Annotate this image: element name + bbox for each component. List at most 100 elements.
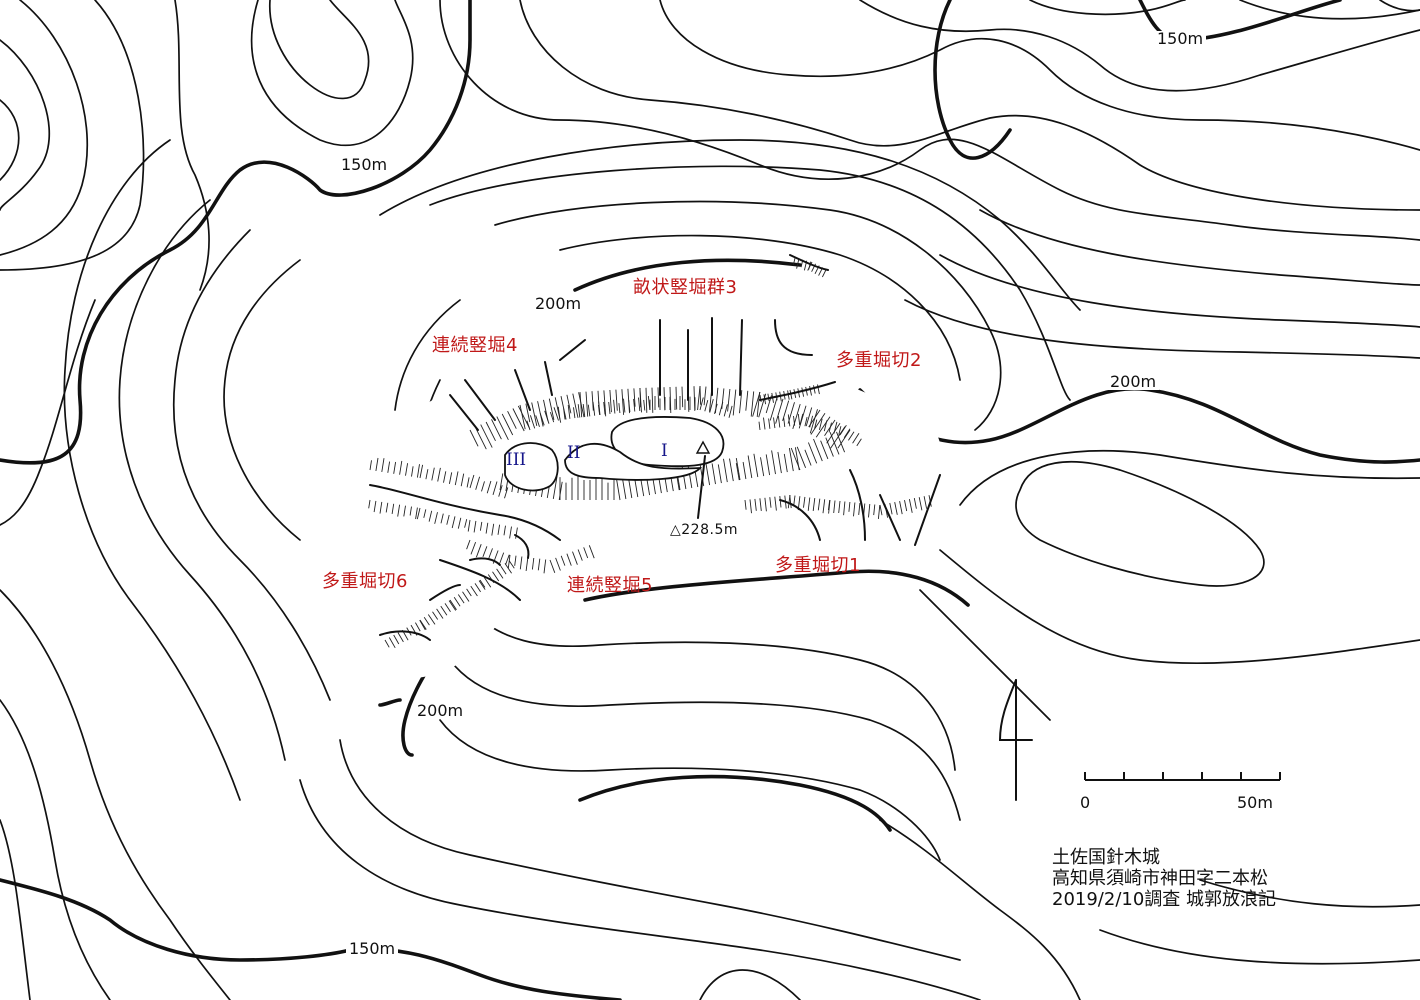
hachure-tick [805, 407, 813, 427]
hachure-tick [519, 556, 523, 570]
hachure-tick [771, 450, 776, 475]
north-arrow [998, 679, 1033, 801]
hachure-tick [633, 388, 636, 407]
hachure-tick [454, 471, 459, 486]
hachure-tick [633, 398, 636, 412]
hachure-tick [577, 549, 583, 561]
hachure-tick [817, 498, 821, 511]
feature-label-continuous-trench-5: 連続竪堀5 [567, 575, 653, 596]
hachure-tick [501, 413, 514, 436]
hachure-tick [543, 559, 547, 574]
hachure-tick [643, 399, 646, 411]
hachure-tick [815, 416, 831, 438]
hachure-tick [566, 553, 572, 566]
continuous-trench-4 [449, 339, 586, 431]
hachure-tick [704, 399, 709, 412]
hachure-tick [783, 453, 788, 473]
multiple-moat-6 [379, 534, 530, 641]
hachure-tick [475, 476, 481, 490]
hachure-tick [783, 417, 786, 427]
hachure-tick [807, 497, 811, 511]
hachure-tick [735, 458, 741, 481]
hachure-tick [500, 565, 507, 575]
hachure-tick [838, 500, 841, 514]
hachure-tick [572, 393, 579, 418]
hachure-tick [812, 498, 816, 511]
hachure-tick [446, 514, 450, 525]
hachure-tick [879, 504, 883, 516]
hachure-tick [852, 433, 860, 444]
hachure-tick [587, 404, 591, 417]
hachure-tick [526, 420, 531, 431]
enclosure-label-2: II [567, 443, 581, 463]
hachure-tick [481, 481, 485, 492]
hachure-tick [466, 588, 472, 597]
hachure-tick [810, 413, 826, 435]
hachure-tick [539, 413, 545, 426]
hachure-tick [505, 554, 510, 565]
hachure-tick [843, 501, 846, 516]
hachure-tick [829, 432, 840, 455]
hachure-tick [552, 475, 558, 499]
hachure-tick [742, 461, 747, 480]
hachure-tick [717, 464, 722, 484]
hachure-tick [821, 268, 827, 278]
hachure-tick [809, 386, 812, 396]
hachure-tick [483, 576, 492, 588]
hachure-tick [681, 386, 684, 408]
hachure-tick [469, 474, 475, 489]
hachure-tick [525, 557, 529, 572]
hachure-tick [638, 397, 641, 412]
hachure-tick [448, 472, 453, 484]
hachure-tick [553, 407, 559, 421]
hachure-tick [768, 418, 771, 429]
hachure-tick [853, 502, 856, 517]
hachure-tick [486, 480, 492, 494]
hachure-tick [796, 446, 807, 468]
hachure-tick [820, 440, 829, 460]
hachure-tick [440, 513, 444, 524]
hachure-tick [799, 413, 804, 426]
hachure-tick [826, 423, 841, 444]
hachure-tick [425, 469, 429, 480]
hachure-tick [801, 387, 805, 397]
hachure-tick [492, 481, 498, 496]
hachure-tick [423, 616, 430, 626]
hachure-tick [514, 555, 517, 566]
hachure-tick [498, 552, 505, 565]
hachure-tick [714, 403, 718, 415]
hachure-tick [519, 404, 526, 430]
hachure-tick [585, 391, 589, 417]
hachure-tick [466, 477, 470, 488]
hachure-tick [711, 463, 716, 485]
hachure-tick [473, 520, 477, 533]
hachure-tick [848, 501, 851, 512]
hachure-tick [788, 448, 794, 472]
hachure-tick [375, 457, 379, 471]
hachure-tick [773, 417, 776, 429]
hachure-tick [419, 619, 427, 630]
multiple-moat-1 [779, 469, 941, 546]
hachure-tick [728, 405, 733, 418]
feature-label-vertical-trench-group-3: 畝状竪堀群3 [633, 277, 738, 298]
hachure-tick [507, 554, 511, 569]
hachure-tick [397, 632, 404, 643]
hachure-tick [432, 611, 439, 620]
map-survey-note: 2019/2/10調査 城郭放浪記 [1052, 889, 1277, 910]
hachure-tick [894, 502, 898, 515]
hachure-tick [727, 388, 731, 412]
hachure-tick [572, 551, 578, 565]
hachure-tick [451, 516, 456, 529]
hachure-tick [560, 555, 566, 566]
hachure-tick [436, 608, 444, 619]
hachure-tick [645, 387, 648, 413]
hachure-tick [750, 391, 755, 417]
hachure-tick [460, 473, 465, 487]
contour-label-150m-top-left: 150m [338, 157, 391, 173]
hachure-tick [868, 503, 871, 518]
hachure-tick [805, 386, 808, 396]
hachure-tick [549, 559, 556, 573]
hachure-tick [754, 498, 757, 511]
hachure-tick [393, 634, 400, 645]
hachure-tick [474, 427, 487, 450]
